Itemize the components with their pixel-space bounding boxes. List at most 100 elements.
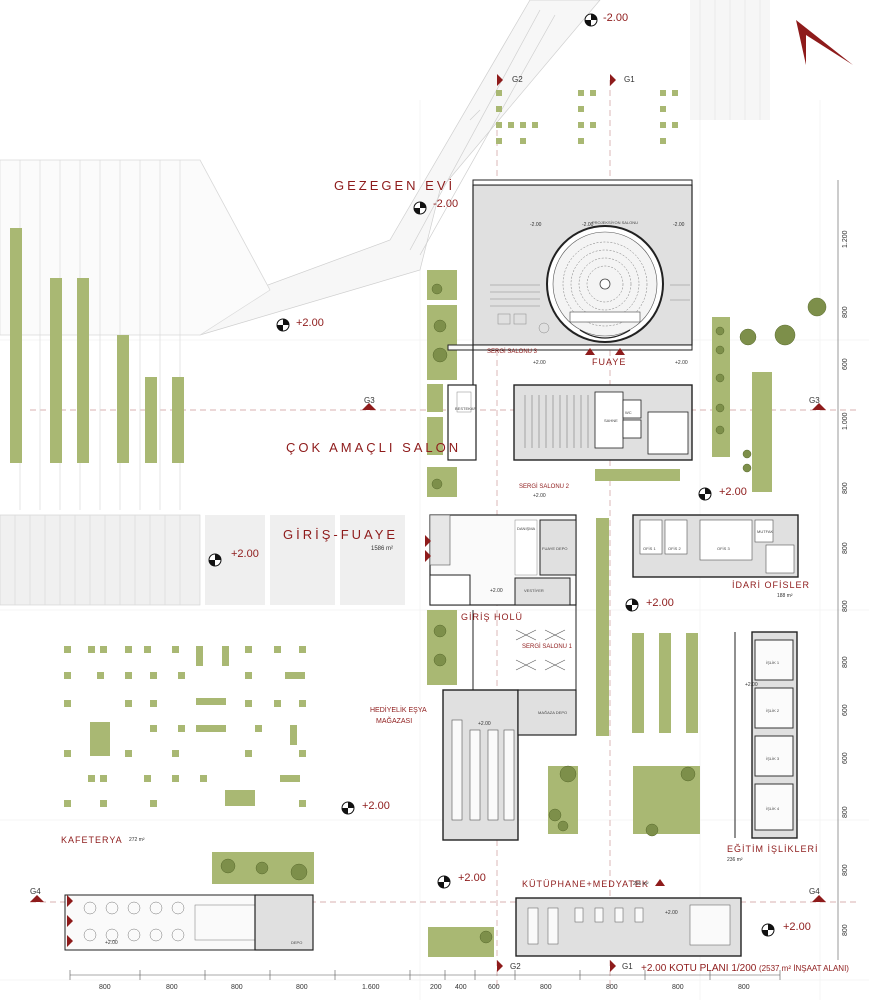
dim-bottom-4: 1.600: [362, 984, 380, 991]
level-east-mid: +2.00: [719, 486, 747, 498]
level-kafe: +2.00: [105, 940, 118, 946]
room-magaza-depo: MAĞAZA DEPO: [538, 710, 568, 715]
construction-area: (2537 m² İNŞAAT ALANI): [759, 964, 849, 973]
level-south-center: +2.00: [362, 800, 390, 812]
dim-bottom-8: 800: [540, 984, 552, 991]
building: [64, 179, 799, 957]
room-sahne: SAHNE: [604, 418, 618, 423]
room-ofis2: OFİS 2: [668, 546, 681, 551]
room-islik2: İŞLİK 2: [766, 708, 780, 713]
label-idari-ofisler: İDARİ OFİSLER: [732, 580, 811, 590]
room-islik3: İŞLİK 3: [766, 756, 780, 761]
section-g3-right: G3: [809, 396, 820, 405]
dim-bottom-5: 200: [430, 984, 442, 991]
section-g4-left: G4: [30, 887, 41, 896]
level-center: +2.00: [646, 597, 674, 609]
room-islik4: İŞLİK 4: [766, 806, 780, 811]
level-proj-mid: -2.00: [582, 222, 594, 228]
dim-right-6: 800: [842, 600, 849, 612]
level-giris-holu: +2.00: [490, 588, 503, 594]
label-sergi-salonu-3: SERGİ SALONU 3: [487, 349, 538, 355]
label-hediyelik: HEDİYELİK EŞYA: [370, 707, 427, 714]
label-fuaye: FUAYE: [592, 357, 627, 367]
diagonal-ramp: [199, 0, 601, 336]
label-giris-fuaye: GİRİŞ-FUAYE: [283, 527, 399, 542]
section-g4-right: G4: [809, 887, 820, 896]
dim-bottom-10: 800: [672, 984, 684, 991]
label-egitim-islikleri: EĞİTİM İŞLİKLERİ: [727, 844, 819, 854]
section-g3-left: G3: [364, 396, 375, 405]
level-south-east: +2.00: [783, 921, 811, 933]
dim-right-12: 800: [842, 924, 849, 936]
level-kutuphane: +2.00: [665, 910, 678, 916]
shop-shelves: [451, 719, 515, 821]
dim-right-10: 800: [842, 806, 849, 818]
level-west-upper: +2.00: [296, 317, 324, 329]
dim-right-7: 800: [842, 656, 849, 668]
label-kafeterya-area: 272 m²: [129, 837, 145, 843]
level-marker-icons: [208, 13, 775, 937]
section-markers: [30, 74, 826, 972]
section-g1-top: G1: [624, 75, 635, 84]
dim-right-8: 600: [842, 704, 849, 716]
label-kafeterya: KAFETERYA: [61, 835, 123, 845]
level-giris: +2.00: [231, 548, 259, 560]
dim-bottom-7: 600: [488, 984, 500, 991]
label-giris-holu: GİRİŞ HOLÜ: [461, 612, 524, 622]
room-vestiyer: VESTİYER: [524, 588, 544, 593]
main-walkway: [0, 514, 405, 606]
planetarium-dome: [546, 225, 664, 343]
dim-right-1: 800: [842, 306, 849, 318]
dim-bottom-6: 400: [455, 984, 467, 991]
level-sergi2: +2.00: [533, 493, 546, 499]
north-arrow-icon: [796, 20, 853, 65]
dim-right-3: 1.000: [842, 412, 849, 430]
dim-bottom-3: 800: [296, 984, 308, 991]
room-depo: DEPO: [291, 940, 303, 945]
section-g1-bottom: G1: [622, 962, 633, 971]
room-projeksiyon: PROJEKSİYON SALONU: [592, 220, 639, 225]
level-south-mid: +2.00: [458, 872, 486, 884]
level-proj-right: -2.00: [673, 222, 685, 228]
east-hatch: [690, 0, 770, 120]
dim-bottom-0: 800: [99, 984, 111, 991]
label-gezegen-evi: GEZEGEN EVİ: [334, 178, 456, 193]
level-hediyelik: +2.00: [478, 721, 491, 727]
label-giris-fuaye-area: 1586 m²: [371, 546, 394, 552]
room-wc: WC: [625, 410, 632, 415]
label-idari-area: 188 m²: [777, 593, 793, 599]
dim-right-9: 600: [842, 752, 849, 764]
label-sergi-salonu-2: SERGİ SALONU 2: [519, 484, 570, 490]
dim-bottom-9: 800: [606, 984, 618, 991]
room-bestekar: BESTEKAR: [455, 406, 477, 411]
dim-right-5: 800: [842, 542, 849, 554]
west-fan-ramp: [0, 159, 271, 510]
label-kutuphane-area: 255 m²: [633, 881, 649, 887]
room-islik1: İŞLİK 1: [766, 660, 780, 665]
tree-icons: [220, 283, 827, 944]
auditorium-seats: [524, 395, 589, 448]
plan-title: +2.00 KOTU PLANI 1/200: [641, 963, 757, 974]
room-ofis3: OFİS 3: [717, 546, 730, 551]
dim-right-11: 800: [842, 864, 849, 876]
level-fuaye: +2.00: [675, 360, 688, 366]
dim-bottom-2: 800: [231, 984, 243, 991]
label-egitim-area: 236 m²: [727, 857, 743, 863]
level-sergi3: +2.00: [533, 360, 546, 366]
label-sergi-salonu-1: SERGİ SALONU 1: [522, 644, 573, 650]
dimension-line-bottom: [69, 970, 781, 980]
section-g2-top: G2: [512, 75, 523, 84]
level-gezegen: -2.00: [433, 198, 459, 210]
label-cok-amacli-salon: ÇOK AMAÇLI SALON: [286, 440, 462, 455]
label-magazasi: MAĞAZASI: [376, 718, 413, 725]
dim-bottom-11: 800: [738, 984, 750, 991]
room-fuaye-depo: FUAYE DEPO: [542, 546, 568, 551]
site-planters: [10, 90, 772, 957]
section-g2-bottom: G2: [510, 962, 521, 971]
room-mutfak: MUTFAK: [757, 529, 774, 534]
room-danisma: DANIŞMA: [517, 526, 536, 531]
dim-right-2: 600: [842, 358, 849, 370]
room-ofis1: OFİS 1: [643, 546, 656, 551]
dim-right-4: 800: [842, 482, 849, 494]
